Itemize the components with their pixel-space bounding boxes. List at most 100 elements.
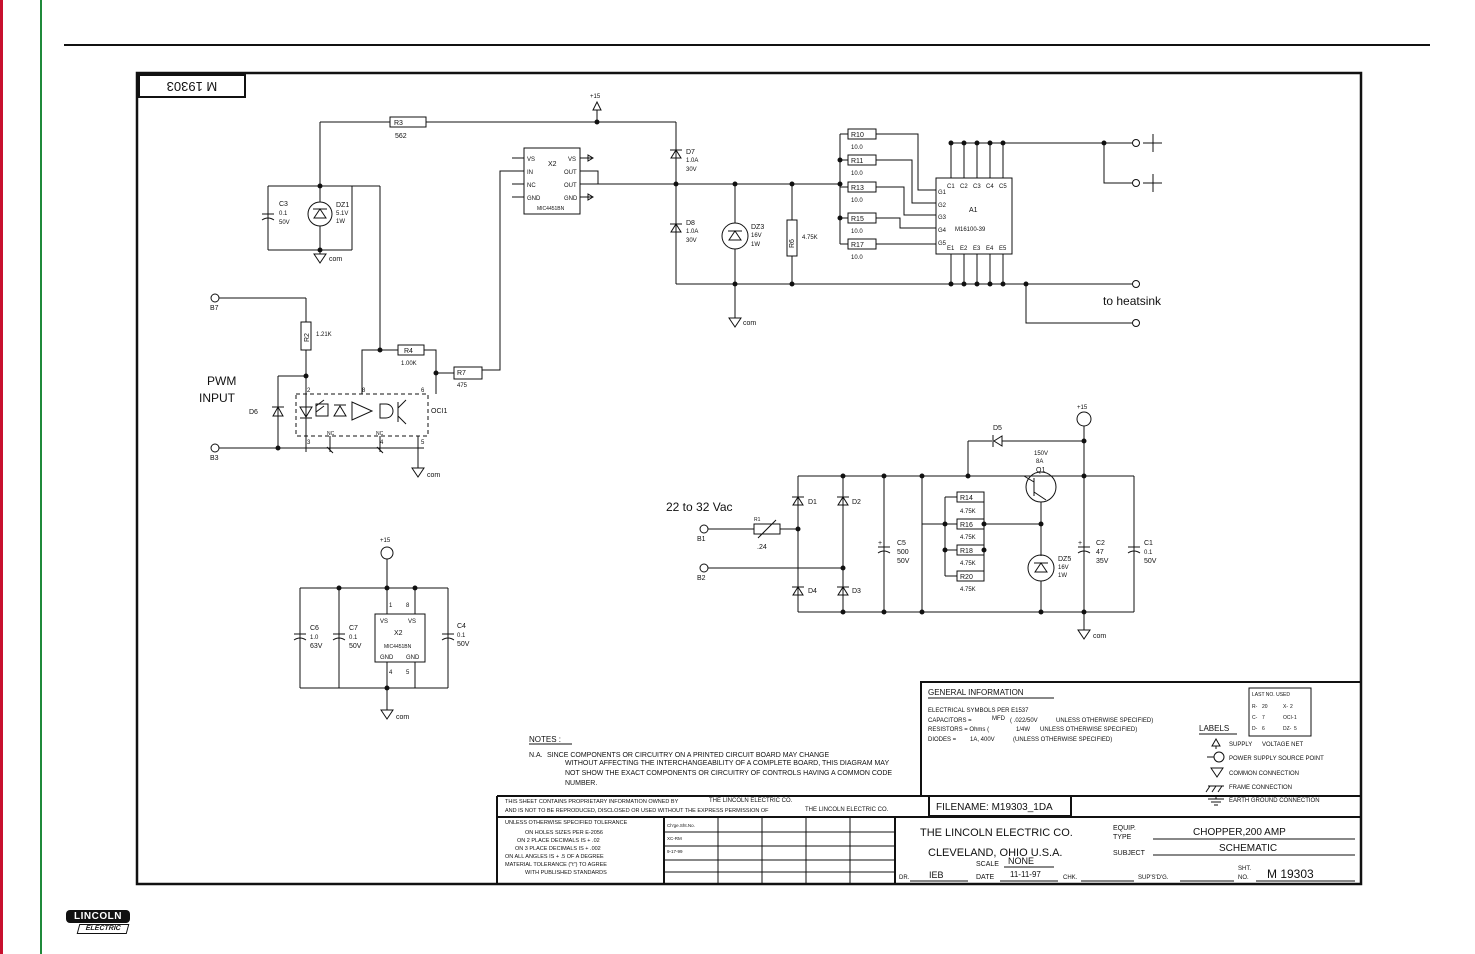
value-C4-1: 0.1 — [457, 633, 466, 639]
pin-label: VS — [408, 619, 416, 625]
pin-label: OUT — [564, 170, 577, 176]
pin-label: G2 — [938, 203, 947, 209]
value-R16: 4.75K — [960, 535, 976, 541]
last-no-used-box — [1248, 687, 1312, 737]
plus15-supply-symbol — [592, 100, 602, 111]
label-R3: R3 — [394, 120, 403, 127]
terminal-B2 — [699, 563, 709, 573]
scale-label: SCALE — [976, 861, 999, 868]
cell: 1 — [1294, 715, 1297, 721]
ic-X2-upper — [523, 147, 581, 215]
terminal-B7 — [210, 293, 220, 303]
value-C1-2: 50V — [1144, 558, 1157, 565]
general-l2d: UNLESS OTHERWISE SPECIFIED) — [1056, 718, 1153, 724]
value-Q1-2: 8A — [1036, 459, 1043, 465]
pin-label: OUT — [564, 183, 577, 189]
part-A1: M16100-39 — [955, 227, 986, 233]
dr-value: IEB — [929, 870, 944, 880]
cell: 6 — [1262, 726, 1265, 732]
label-to-heatsink: to heatsink — [1103, 294, 1162, 308]
general-l3c: UNLESS OTHERWISE SPECIFIED) — [1040, 727, 1137, 733]
pin-label: VS — [568, 157, 576, 163]
filename: FILENAME: M19303_1DA — [936, 802, 1053, 813]
value-C6-1: 1.0 — [310, 635, 319, 641]
label-R7: R7 — [457, 370, 466, 377]
label-X2-lower: X2 — [394, 630, 403, 637]
company-city: CLEVELAND, OHIO U.S.A. — [928, 847, 1062, 859]
common-symbol — [313, 253, 327, 264]
pin-label: E3 — [973, 246, 981, 252]
label-D2: D2 — [852, 499, 861, 506]
common-symbol — [1077, 629, 1091, 640]
supply-icon — [1211, 737, 1221, 747]
sheet-number: M 19303 — [1267, 867, 1314, 881]
pin-label: VS — [380, 619, 388, 625]
diode-D1 — [792, 496, 804, 506]
revision-grid — [664, 817, 895, 884]
general-l2b: MFD — [992, 716, 1006, 722]
value-DZ1-1: 5.1V — [336, 211, 348, 217]
notes-line2: WITHOUT AFFECTING THE INTERCHANGEABILITY… — [565, 760, 889, 767]
label-C3: C3 — [279, 201, 288, 208]
svg-text:+: + — [1078, 540, 1082, 547]
cell: 2 — [1290, 704, 1293, 710]
pin-8: 8 — [406, 603, 410, 609]
chk-label: CHK. — [1063, 875, 1078, 881]
value-R2: 1.21K — [316, 332, 332, 338]
label-C1: C1 — [1144, 540, 1153, 547]
general-l4c: (UNLESS OTHERWISE SPECIFIED) — [1013, 737, 1112, 743]
pin-label: C4 — [986, 184, 994, 190]
chip-X2-upper: MIC4451BN — [537, 206, 565, 212]
cell: 20 — [1262, 704, 1268, 710]
chip-X2-lower: MIC4451BN — [384, 644, 412, 650]
subject-value: SCHEMATIC — [1219, 843, 1277, 854]
sheet-label: SHT. — [1238, 866, 1251, 872]
zener-DZ5 — [1027, 554, 1055, 582]
diode-D5 — [993, 435, 1003, 447]
pin-label: IN — [527, 170, 533, 176]
tolerance-line7: WITH PUBLISHED STANDARDS — [525, 870, 607, 876]
label-B1: B1 — [697, 536, 706, 543]
general-l3a: RESISTORS = Ohms ( — [928, 727, 989, 733]
label-DZ5: DZ5 — [1058, 556, 1071, 563]
ic-X2-lower — [374, 613, 426, 663]
value-R6: 4.75K — [802, 235, 818, 241]
pin-2: 2 — [307, 388, 311, 394]
label-R2: R2 — [304, 333, 311, 342]
label-com: com — [396, 714, 409, 721]
value-R10: 10.0 — [851, 145, 863, 151]
value-C2-2: 35V — [1096, 558, 1109, 565]
pin-5: 5 — [406, 670, 410, 676]
terminal-B3 — [210, 443, 220, 453]
value-C7-2: 50V — [349, 643, 362, 650]
common-symbol — [411, 467, 425, 478]
logo-top-text: LINCOLN — [66, 910, 130, 923]
general-l3b: 1/4W — [1016, 727, 1030, 733]
tolerance-line4: ON 3 PLACE DECIMALS IS + .002 — [515, 846, 601, 852]
pin-3: 3 — [307, 440, 311, 446]
value-DZ5-2: 1W — [1058, 573, 1067, 579]
pin-1: 1 — [389, 603, 393, 609]
resistor-R7 — [453, 366, 483, 380]
label-D3: D3 — [852, 588, 861, 595]
equip-value: CHOPPER,200 AMP — [1193, 827, 1286, 838]
value-R3: 562 — [395, 133, 407, 140]
value-R11: 10.0 — [851, 171, 863, 177]
pin-label: G3 — [938, 215, 947, 221]
label-R15: R15 — [851, 216, 864, 223]
label-R4: R4 — [404, 348, 413, 355]
pin-label: C5 — [999, 184, 1007, 190]
label-R18: R18 — [960, 548, 973, 555]
terminal-B1 — [699, 524, 709, 534]
diode-D6 — [272, 405, 284, 417]
value-R20: 4.75K — [960, 587, 976, 593]
label-C5: C5 — [897, 540, 906, 547]
label-R17: R17 — [851, 242, 864, 249]
nc-label: NC — [376, 431, 384, 437]
resistor-R6 — [786, 219, 798, 257]
value-R17: 10.0 — [851, 255, 863, 261]
label-C7: C7 — [349, 625, 358, 632]
value-DZ1-2: 1W — [336, 219, 345, 225]
value-R4: 1.00K — [401, 361, 417, 367]
value-D7-1: 1.0A — [686, 158, 698, 164]
